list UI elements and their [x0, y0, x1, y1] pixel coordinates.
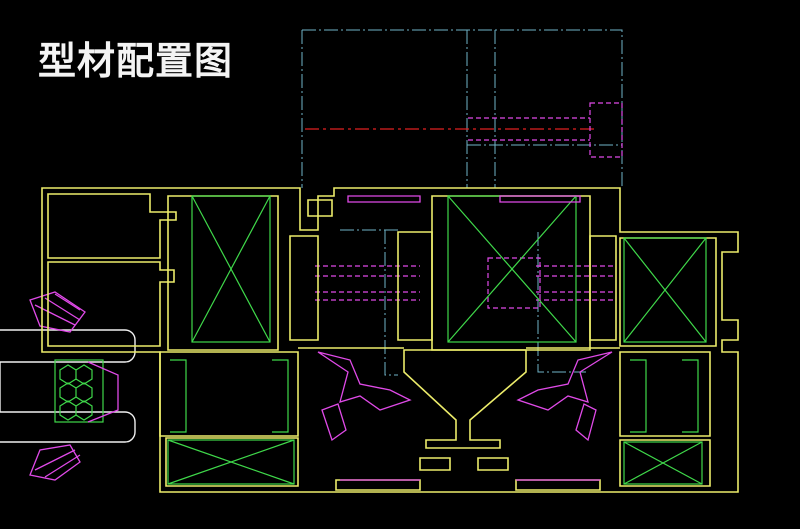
glass-pane-section [0, 291, 136, 481]
frame-profile-outline [41, 187, 739, 493]
hardware-details [315, 102, 623, 309]
gaskets [317, 195, 613, 481]
insulation-blocks [167, 195, 707, 485]
drawing-title: 型材配置图 [38, 39, 234, 83]
